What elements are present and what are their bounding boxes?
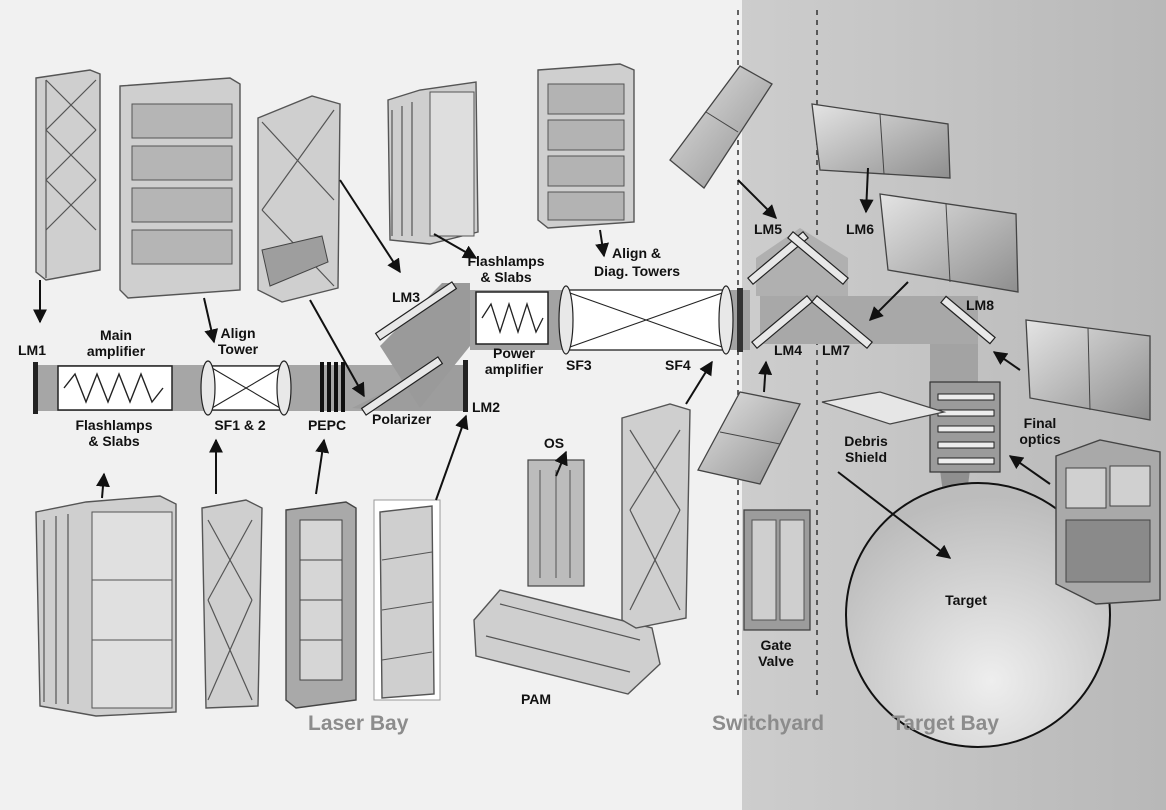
align-tower-label-2: Tower bbox=[218, 341, 259, 357]
sf4-tower bbox=[622, 404, 690, 628]
lm4-label: LM4 bbox=[774, 342, 802, 358]
spatial-filter-sf34 bbox=[559, 286, 733, 354]
lm1-mount-frame bbox=[36, 70, 100, 280]
switchyard-label: Switchyard bbox=[712, 712, 824, 735]
fl-slabs-left-label-1: Flashlamps bbox=[75, 417, 152, 433]
final-optics-stack bbox=[930, 382, 1000, 472]
fl-slabs-top-label-1: Flashlamps bbox=[467, 253, 544, 269]
fl-slabs-top-label-2: & Slabs bbox=[480, 269, 532, 285]
pam-label: PAM bbox=[521, 691, 551, 707]
lm5-label: LM5 bbox=[754, 221, 782, 237]
lm7-label: LM7 bbox=[822, 342, 850, 358]
lm8-label: LM8 bbox=[966, 297, 994, 313]
os-unit bbox=[528, 460, 584, 586]
align-tower-frame bbox=[120, 78, 240, 298]
target-bay-beam bbox=[828, 296, 978, 344]
debris-shield-label-1: Debris bbox=[844, 433, 888, 449]
spatial-filter-sf12 bbox=[201, 361, 291, 415]
lm1-mirror bbox=[33, 362, 38, 414]
laser-bay-label: Laser Bay bbox=[308, 712, 409, 735]
lm3-mount-frame bbox=[388, 82, 478, 244]
main-amp-label-2: amplifier bbox=[87, 343, 146, 359]
align-diag-label-2: Diag. Towers bbox=[594, 263, 680, 279]
debris-shield-label-2: Shield bbox=[845, 449, 887, 465]
pepc-unit-bottom bbox=[286, 502, 356, 708]
main-amp-label-1: Main bbox=[100, 327, 132, 343]
main-amp-frame-bottom bbox=[36, 496, 176, 716]
sf12-tower-bottom bbox=[202, 500, 262, 708]
gate-valve-label-1: Gate bbox=[760, 637, 791, 653]
os-label: OS bbox=[544, 435, 564, 451]
lm6-label: LM6 bbox=[846, 221, 874, 237]
pepc-label: PEPC bbox=[308, 417, 346, 433]
power-amp-label-1: Power bbox=[493, 345, 536, 361]
final-optics-label-2: optics bbox=[1019, 431, 1060, 447]
switchyard-window bbox=[737, 288, 743, 352]
gate-valve-unit bbox=[744, 510, 810, 630]
power-amplifier bbox=[476, 292, 548, 344]
final-optics-label-1: Final bbox=[1024, 415, 1057, 431]
lm1-label: LM1 bbox=[18, 342, 46, 358]
lm2-mirror bbox=[463, 360, 468, 412]
polarizer-label: Polarizer bbox=[372, 411, 432, 427]
gate-valve-label-2: Valve bbox=[758, 653, 794, 669]
align-diag-label-1: Align & bbox=[612, 245, 661, 261]
sf4-label: SF4 bbox=[665, 357, 691, 373]
align-tower-label-1: Align bbox=[221, 325, 256, 341]
target-bay-label: Target Bay bbox=[892, 712, 999, 735]
lm2-mount-bottom bbox=[374, 500, 440, 700]
target-label: Target bbox=[945, 592, 987, 608]
sf3-label: SF3 bbox=[566, 357, 592, 373]
power-amp-label-2: amplifier bbox=[485, 361, 544, 377]
final-optics-assembly bbox=[1056, 440, 1160, 604]
sf12-label: SF1 & 2 bbox=[214, 417, 266, 433]
main-amplifier bbox=[58, 366, 172, 410]
diag-tower-frame bbox=[538, 64, 634, 228]
fl-slabs-left-label-2: & Slabs bbox=[88, 433, 140, 449]
lm2-label: LM2 bbox=[472, 399, 500, 415]
lm3-label: LM3 bbox=[392, 289, 420, 305]
polarizer-mount-frame bbox=[258, 96, 340, 302]
